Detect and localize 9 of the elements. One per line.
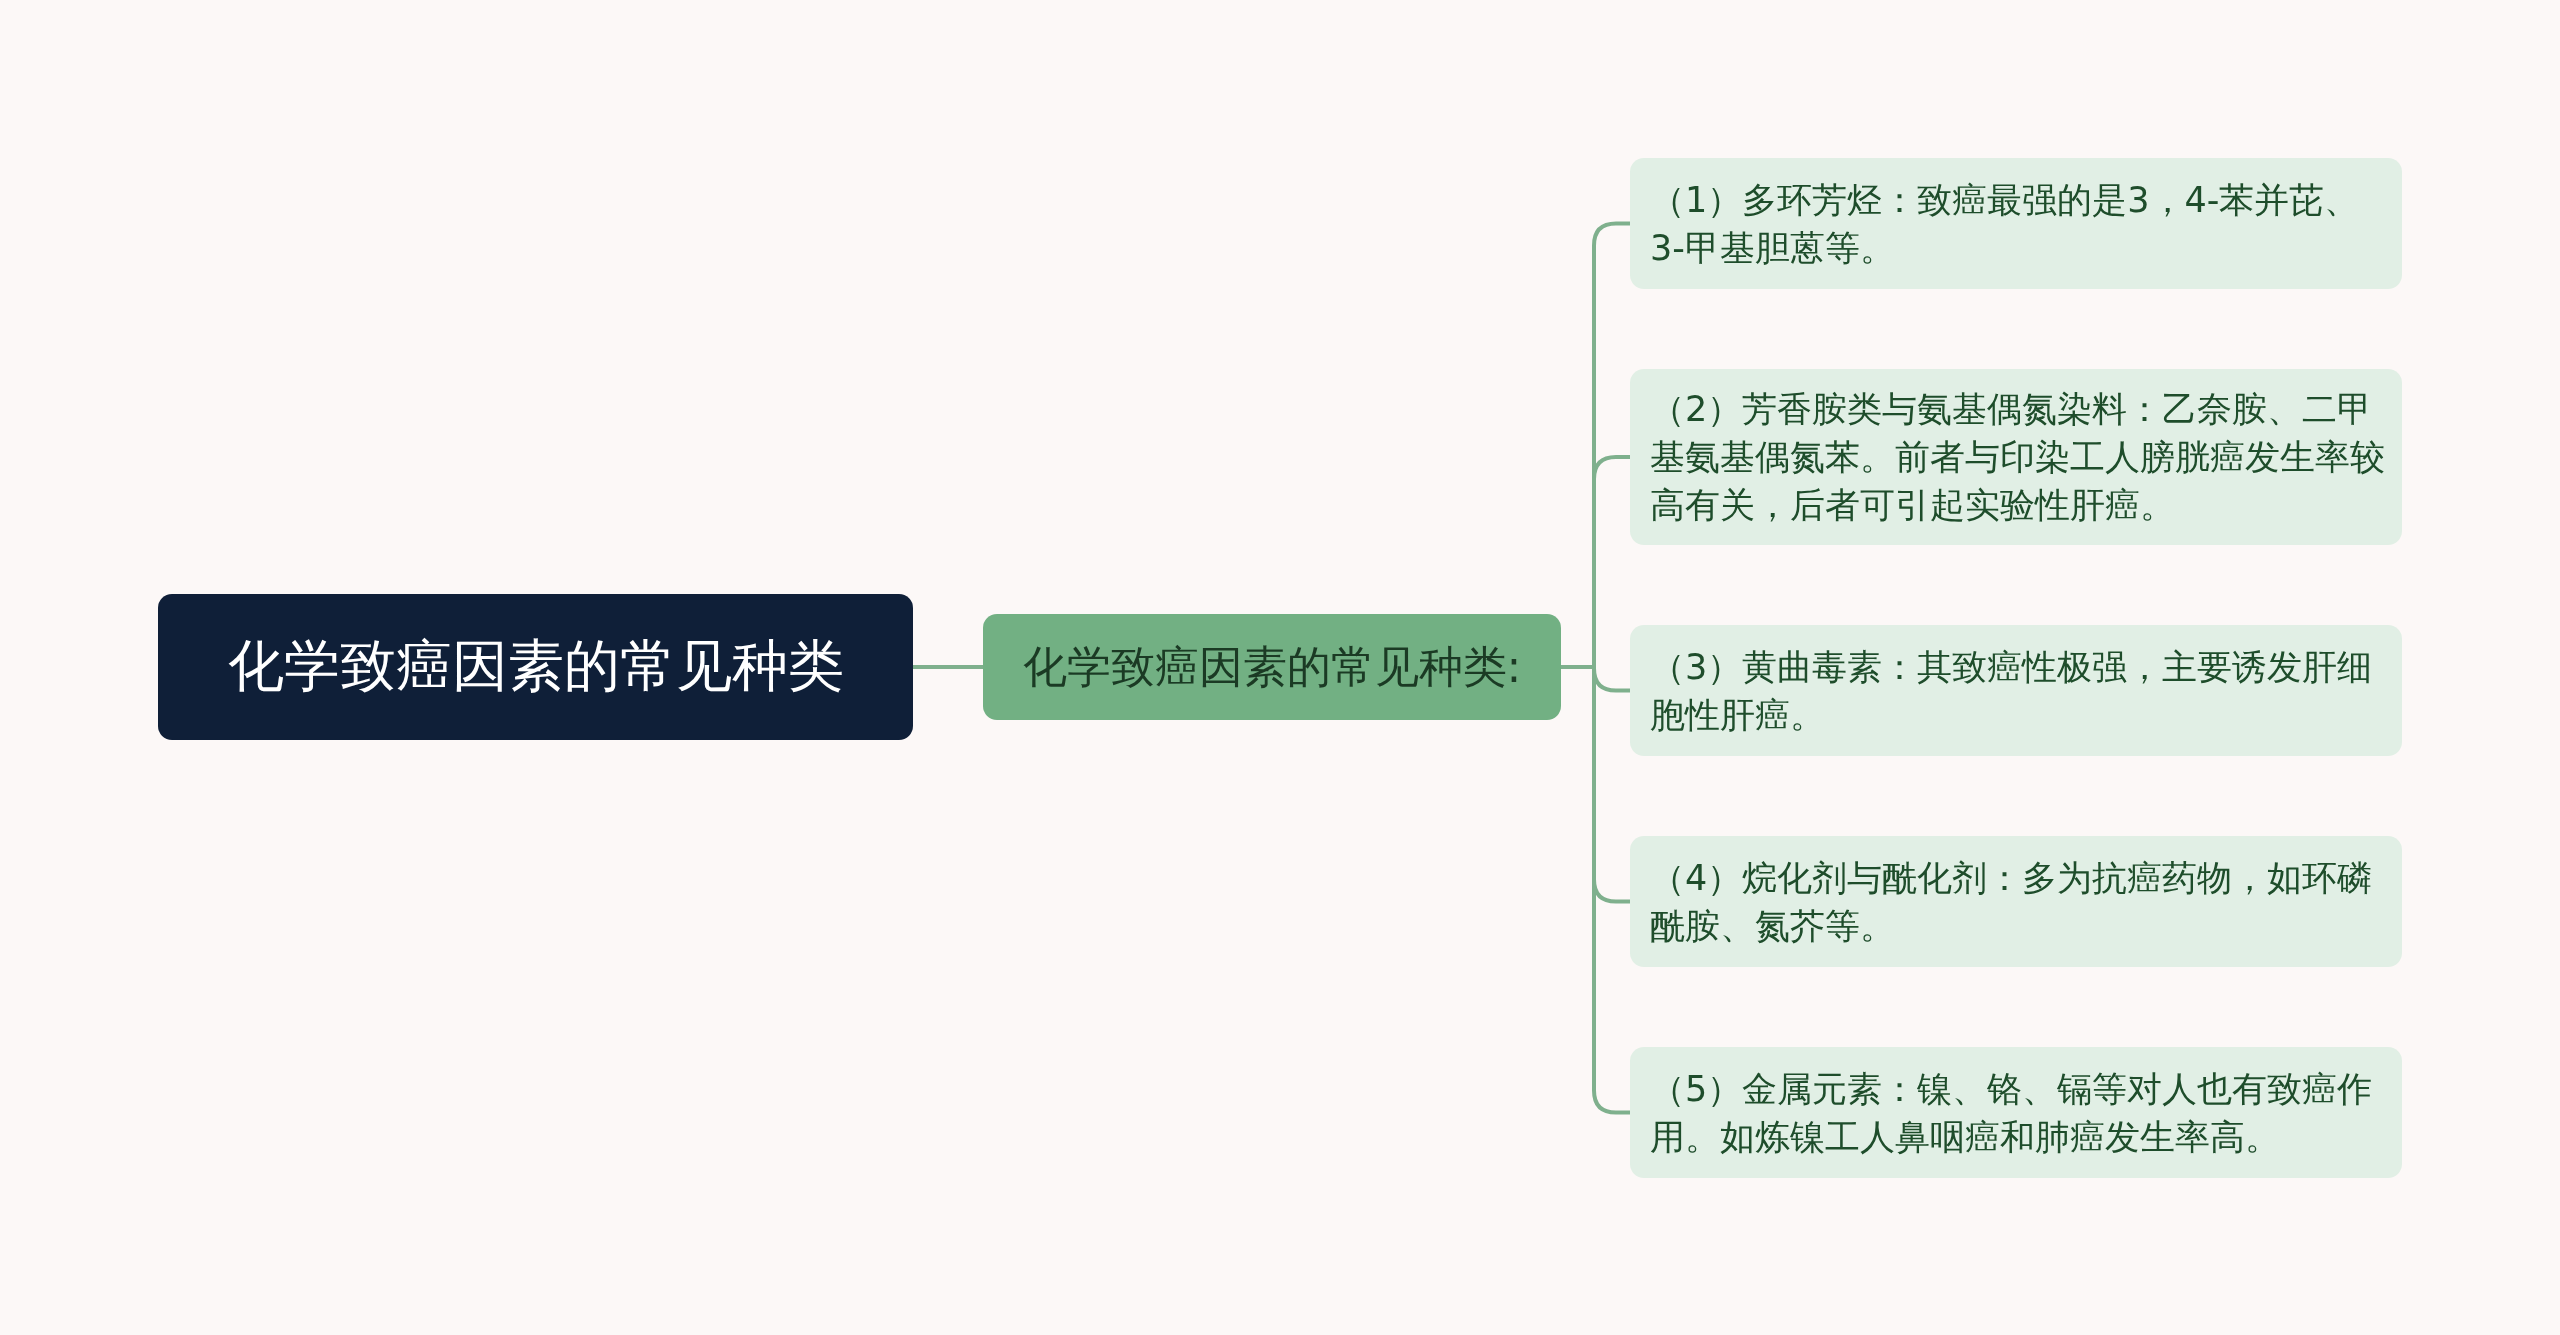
leaf-topic-box: （1）多环芳烃：致癌最强的是3，4-苯并芘、3-甲基胆蒽等。 <box>1630 158 2402 289</box>
branch-topic-box: 化学致癌因素的常见种类: <box>983 614 1561 720</box>
leaf-topic-box: （5）金属元素：镍、铬、镉等对人也有致癌作用。如炼镍工人鼻咽癌和肺癌发生率高。 <box>1630 1047 2402 1178</box>
leaf-topic-box: （2）芳香胺类与氨基偶氮染料：乙奈胺、二甲基氨基偶氮苯。前者与印染工人膀胱癌发生率较高有关，后者可引起实验性肝癌。 <box>1630 369 2402 545</box>
connector-line <box>913 665 983 669</box>
leaf-topic-box: （4）烷化剂与酰化剂：多为抗癌药物，如环磷酰胺、氮芥等。 <box>1630 836 2402 967</box>
root-topic-box: 化学致癌因素的常见种类 <box>158 594 913 740</box>
leaf-topic-box: （3）黄曲毒素：其致癌性极强，主要诱发肝细胞性肝癌。 <box>1630 625 2402 756</box>
connector-line <box>1561 665 1630 1115</box>
